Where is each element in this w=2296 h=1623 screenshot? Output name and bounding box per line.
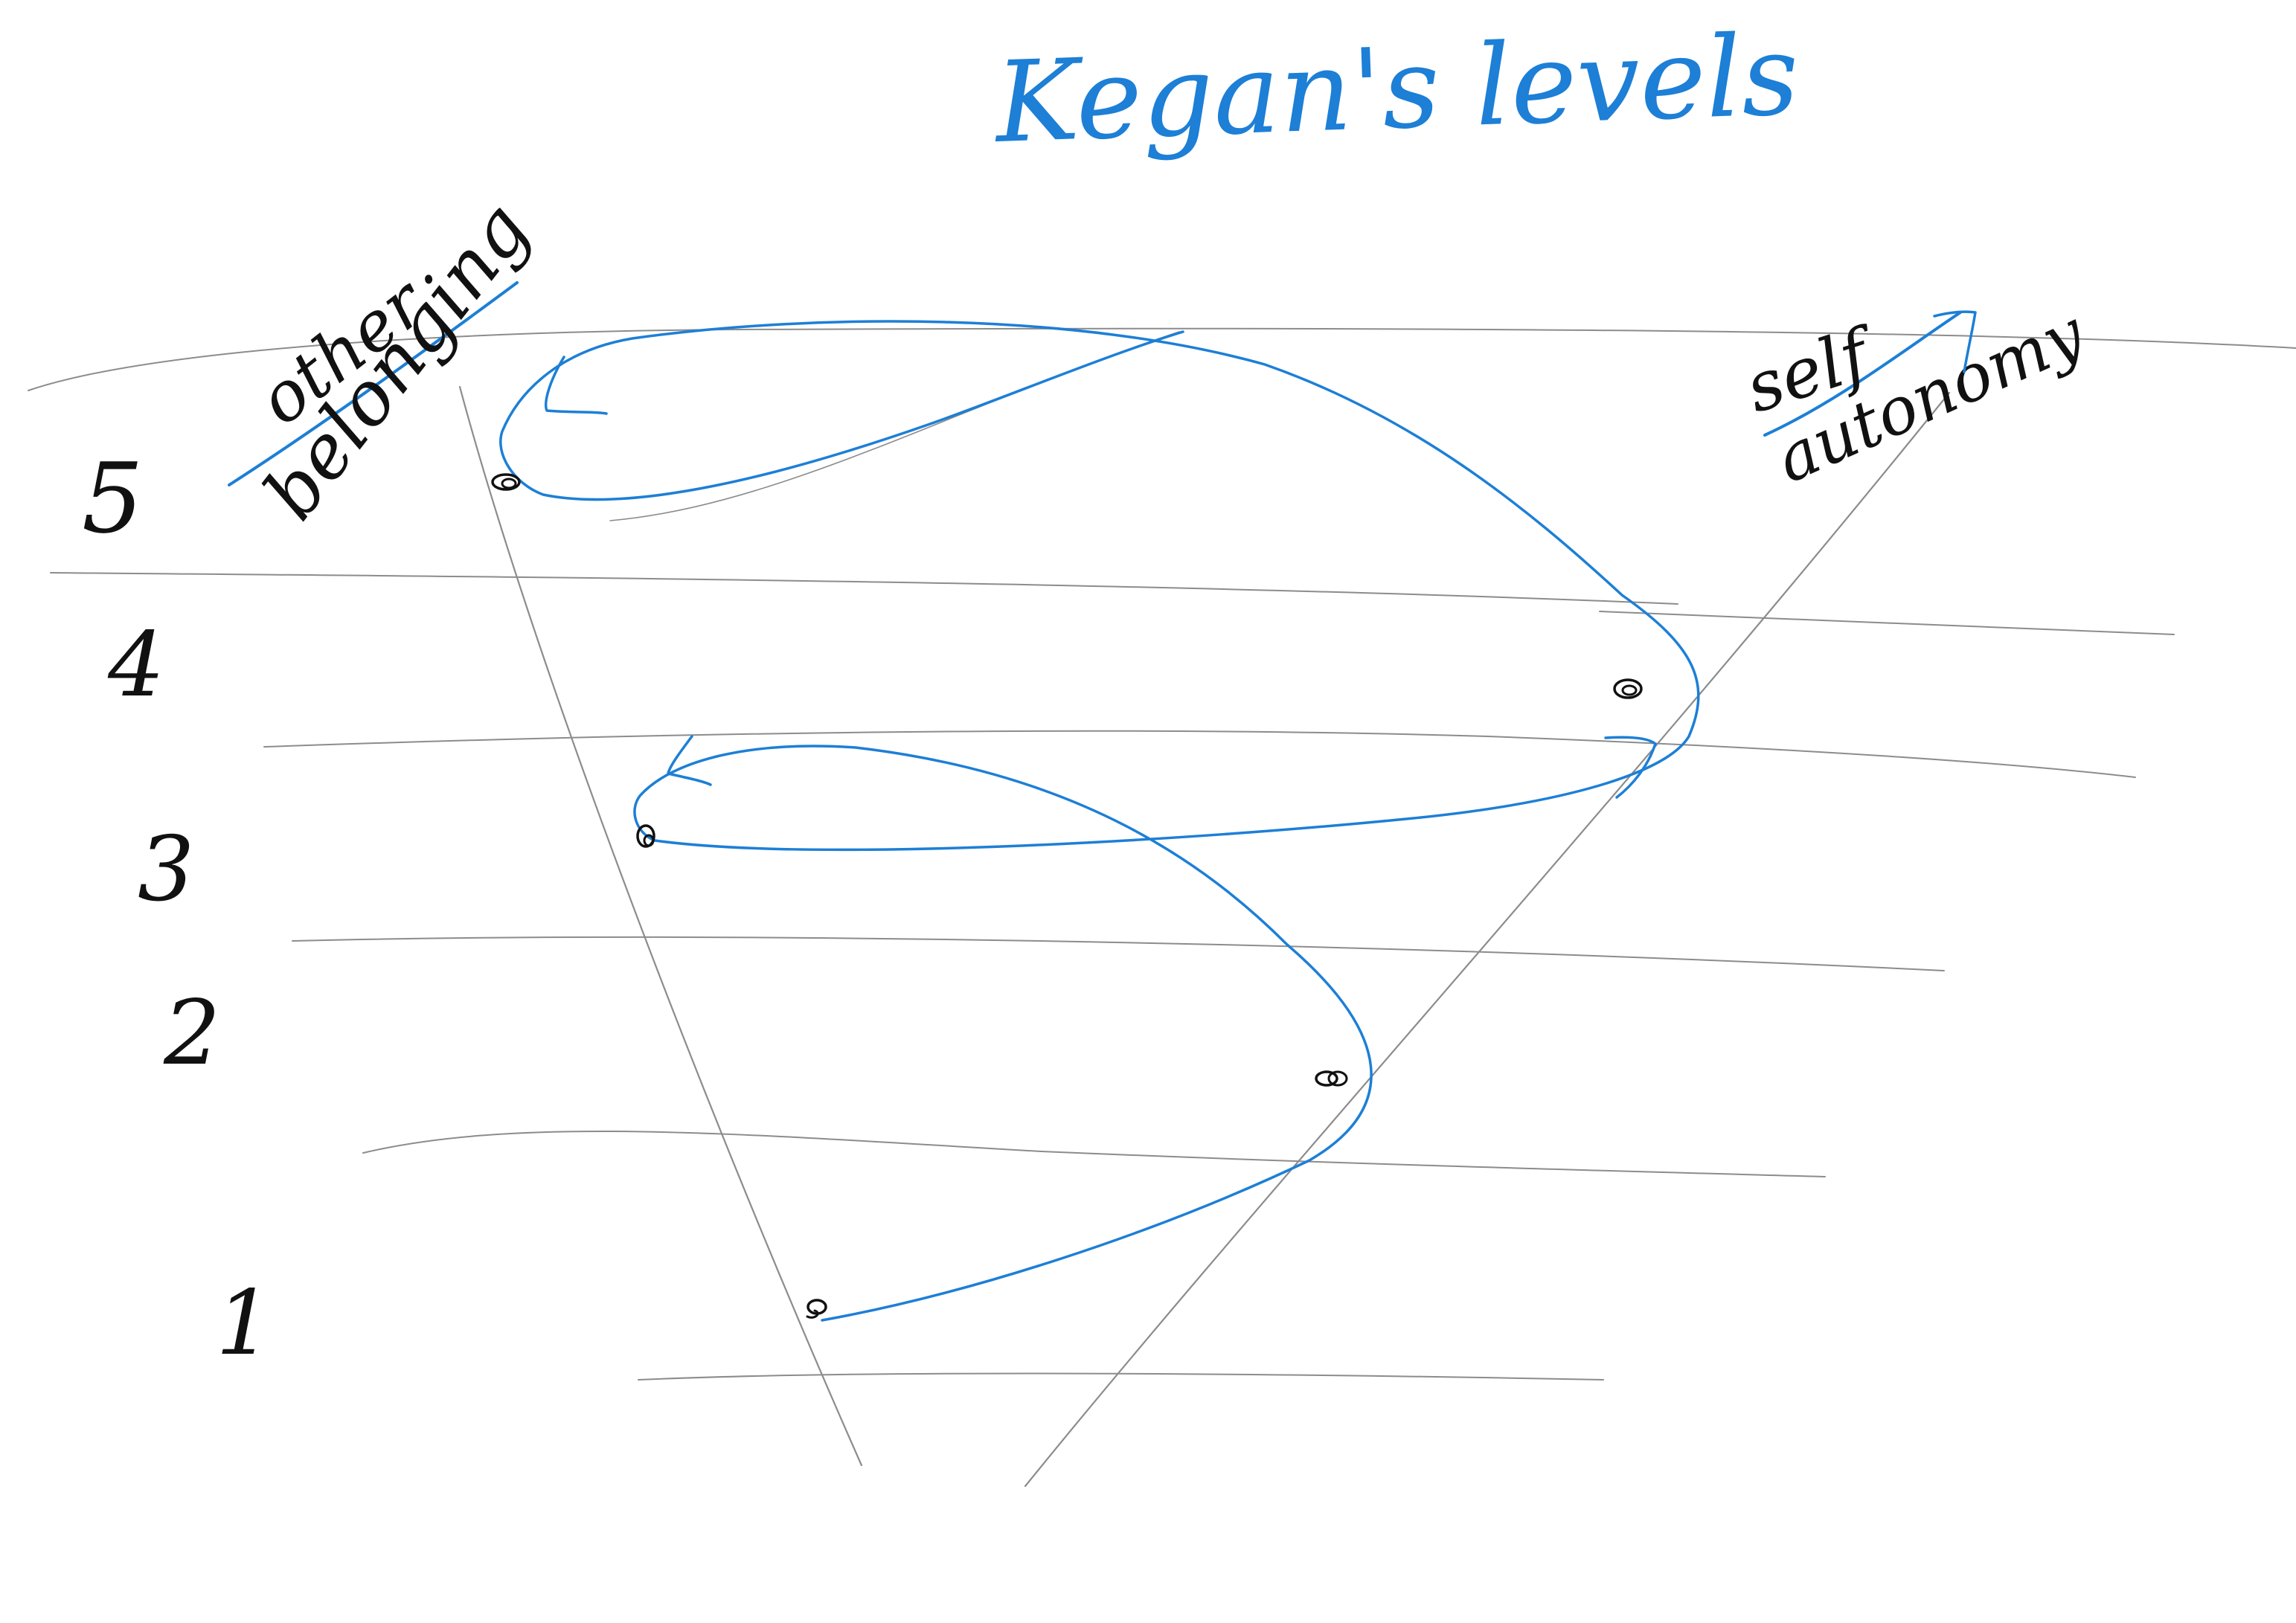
separator-line-5-4: [50, 572, 1678, 605]
level-number-3: 3: [138, 818, 194, 922]
spiral-arrow-top-right: [1933, 310, 1977, 373]
level-numbers: 5 4 3 2 1: [82, 442, 272, 1375]
stage-marker-4: [1613, 678, 1643, 699]
separator-line-top: [28, 327, 2296, 391]
stage-marker-5: [491, 473, 521, 491]
cone-right-line: [1024, 391, 1951, 1488]
spiral-arrow-top-left: [545, 356, 608, 415]
left-pole-labels: other belonging: [228, 186, 546, 536]
development-spiral: [499, 310, 1977, 1322]
right-pole-strike-line: [1763, 311, 1962, 437]
spiral-arrow-right: [1604, 736, 1657, 799]
stage-marker-2: [1315, 1070, 1348, 1087]
stage-markers: [491, 473, 1643, 1319]
separator-line-bottom: [638, 1372, 1604, 1381]
level-number-1: 1: [216, 1272, 272, 1375]
right-pole-labels: self autonomy: [1737, 294, 2096, 498]
diagram-title: Kegan's levels: [991, 10, 1800, 168]
separator-line-4-3: [263, 730, 2136, 778]
separator-line-5-4-right: [1599, 611, 2175, 635]
left-pole-strike-line: [228, 281, 519, 486]
cone-lines: [458, 331, 1951, 1488]
level-number-2: 2: [163, 982, 220, 1085]
cone-top-diagonal: [609, 331, 1180, 521]
spiral-arrow-mid-left: [667, 735, 712, 786]
level-separator-lines: [28, 327, 2296, 1381]
spiral-path: [499, 320, 1700, 1322]
separator-line-2-1: [362, 1130, 1826, 1177]
level-number-5: 5: [82, 442, 144, 555]
cone-left-line: [458, 385, 863, 1467]
stage-marker-3: [636, 824, 655, 848]
level-number-4: 4: [107, 614, 164, 717]
stage-marker-1: [806, 1299, 827, 1319]
separator-line-3-2: [292, 936, 1945, 971]
